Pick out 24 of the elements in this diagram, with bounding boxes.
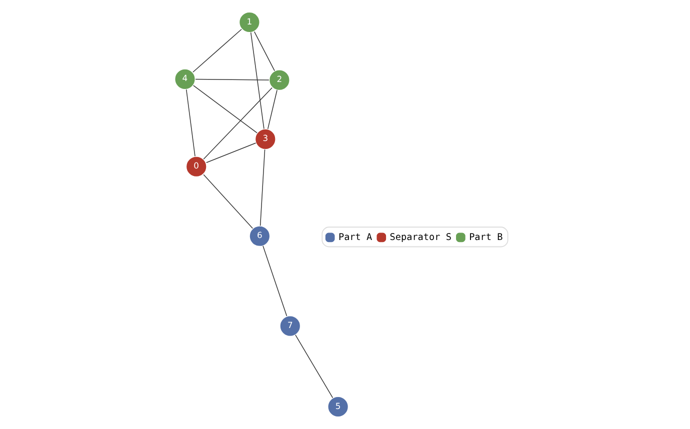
node-circle: 1 bbox=[238, 12, 260, 33]
connector bbox=[195, 78, 270, 80]
node-circle: 3 bbox=[254, 128, 276, 150]
connector bbox=[262, 246, 288, 316]
connector bbox=[295, 334, 334, 398]
node-circle: 7 bbox=[279, 315, 301, 337]
connector bbox=[193, 85, 258, 134]
node-circle: 0 bbox=[186, 156, 208, 178]
legend-label: Part A bbox=[338, 232, 372, 243]
connector bbox=[260, 149, 266, 226]
connector bbox=[254, 31, 275, 72]
connector bbox=[192, 28, 242, 72]
node-circle: 6 bbox=[248, 225, 270, 247]
legend-label: Part B bbox=[469, 232, 503, 243]
legend-label: Separator S bbox=[390, 232, 452, 243]
connector bbox=[206, 142, 256, 164]
connector bbox=[267, 90, 278, 130]
node-circle: 5 bbox=[327, 396, 349, 418]
connector bbox=[203, 174, 254, 229]
connector bbox=[250, 32, 264, 130]
connector bbox=[186, 89, 196, 157]
node-circle: 2 bbox=[268, 69, 290, 91]
node-circle: 4 bbox=[174, 68, 196, 90]
connector bbox=[203, 87, 272, 160]
